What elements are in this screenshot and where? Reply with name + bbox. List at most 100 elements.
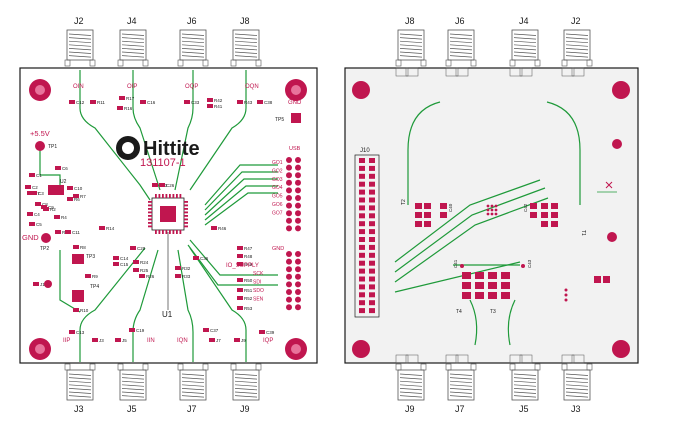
sma-connector-j5-bottom[interactable]: J5 (509, 363, 541, 414)
connector-thread (565, 391, 589, 394)
connector-thread (449, 388, 473, 391)
connector-thread (181, 380, 205, 384)
ref-designator-c3: C3 (38, 191, 44, 196)
connector-leg (509, 59, 516, 67)
sma-connector-j7-bottom[interactable]: J7 (445, 363, 477, 414)
ref-designator-r50: R50 (244, 278, 253, 283)
edge-stub (509, 67, 523, 77)
smd-pad-c36 (193, 256, 199, 260)
tp3-label: TP3 (86, 254, 95, 260)
connector-thread (181, 44, 205, 47)
connector-thread (68, 380, 92, 384)
sma-connector-j4-top[interactable]: J4 (117, 16, 149, 67)
sma-connector-j8-bottom[interactable]: J8 (395, 16, 427, 67)
transformer-pad (462, 282, 471, 289)
gpio-label-go5: GO5 (272, 194, 283, 200)
transformer-pad (424, 221, 431, 227)
ic-pin (184, 218, 188, 221)
connector-label: J5 (519, 404, 529, 414)
connector-thread (181, 48, 205, 51)
connector-thread (181, 373, 205, 376)
small-via (564, 288, 568, 292)
board-number: 131107-1 (140, 157, 186, 169)
mounting-hole (352, 340, 370, 358)
j10-pin (369, 276, 375, 282)
ic-pin (162, 194, 164, 198)
connector-label: J4 (127, 16, 137, 26)
j10-pin (369, 165, 375, 171)
tp3-pad (72, 254, 84, 264)
sma-connector-j7-top[interactable]: J7 (177, 363, 209, 414)
connector-thread (449, 391, 473, 394)
connector-thread (399, 40, 423, 44)
connector-thread (513, 37, 537, 40)
connector-thread (234, 44, 258, 47)
mounting-hole (607, 232, 617, 242)
connector-thread (234, 33, 258, 36)
gpio-label-go6: GO6 (272, 202, 283, 208)
smd-pad-r53 (237, 306, 243, 310)
ic-pin (184, 208, 188, 210)
connector-label: J5 (127, 404, 137, 414)
sma-connector-j3-top[interactable]: J3 (64, 363, 96, 414)
j10-pin (359, 197, 365, 203)
j10-outline (354, 154, 380, 318)
sma-connector-j9-bottom[interactable]: J9 (395, 363, 427, 414)
square-pad (594, 276, 601, 283)
u2-body (48, 185, 64, 195)
ic-pin (184, 222, 188, 224)
connector-thread (234, 388, 258, 391)
smd-pad-c37 (203, 328, 209, 332)
tp5-label: TP5 (275, 117, 284, 123)
spi-label-sdo: SDO (253, 288, 264, 294)
transformer-pad (475, 282, 484, 289)
via (460, 264, 464, 268)
ref-designator-r4: R4 (61, 215, 67, 220)
edge-stub (405, 67, 419, 77)
connector-thread (513, 51, 537, 54)
transformer-pad (462, 292, 471, 299)
connector-thread (513, 380, 537, 384)
sma-connector-j2-bottom[interactable]: J2 (561, 16, 593, 67)
ic-pin (184, 215, 188, 217)
edge-stub (445, 67, 459, 77)
header-pin (286, 273, 292, 280)
smd-pad-c10 (67, 186, 73, 190)
ic-pin (158, 230, 161, 234)
header-pin (295, 179, 301, 186)
connector-thread (181, 55, 205, 58)
connector-leg (509, 363, 516, 371)
j10-pin (359, 181, 365, 187)
connector-thread (565, 51, 589, 54)
sma-connector-j2-top[interactable]: J2 (64, 16, 96, 67)
j10-pin (369, 308, 375, 314)
smd-pad-r10 (73, 308, 79, 312)
connector-thread (68, 33, 92, 36)
smd-pad-r6 (67, 197, 73, 201)
ic-pin (148, 211, 152, 214)
sma-connector-j8-top[interactable]: J8 (230, 16, 262, 67)
sma-connector-j9-top[interactable]: J9 (230, 363, 262, 414)
connector-thread (181, 388, 205, 391)
header-pin (295, 202, 301, 209)
sma-connector-j3-bottom[interactable]: J3 (561, 363, 593, 414)
sma-connector-j6-bottom[interactable]: J6 (445, 16, 477, 67)
connector-thread (121, 44, 145, 47)
bottom-board-connectors-top: J8 J6 J4 J2 (395, 16, 593, 67)
ref-designator-r8: R8 (80, 245, 86, 250)
ic-pin (179, 230, 182, 234)
ic-pin (148, 222, 152, 224)
via (486, 208, 490, 212)
sma-connector-j4-bottom[interactable]: J4 (509, 16, 541, 67)
sma-connector-j5-top[interactable]: J5 (117, 363, 149, 414)
connector-leg (230, 363, 237, 371)
transformer-pad (424, 203, 431, 209)
transformer-pad (488, 272, 497, 279)
power-section: +5.5V TP1 U2 GND TP2 TP3 TP4 (22, 129, 99, 302)
connector-thread (234, 55, 258, 58)
sma-connector-j6-top[interactable]: J6 (177, 16, 209, 67)
trace-j9 (189, 247, 247, 362)
ref-designator-j7: J7 (216, 338, 221, 343)
